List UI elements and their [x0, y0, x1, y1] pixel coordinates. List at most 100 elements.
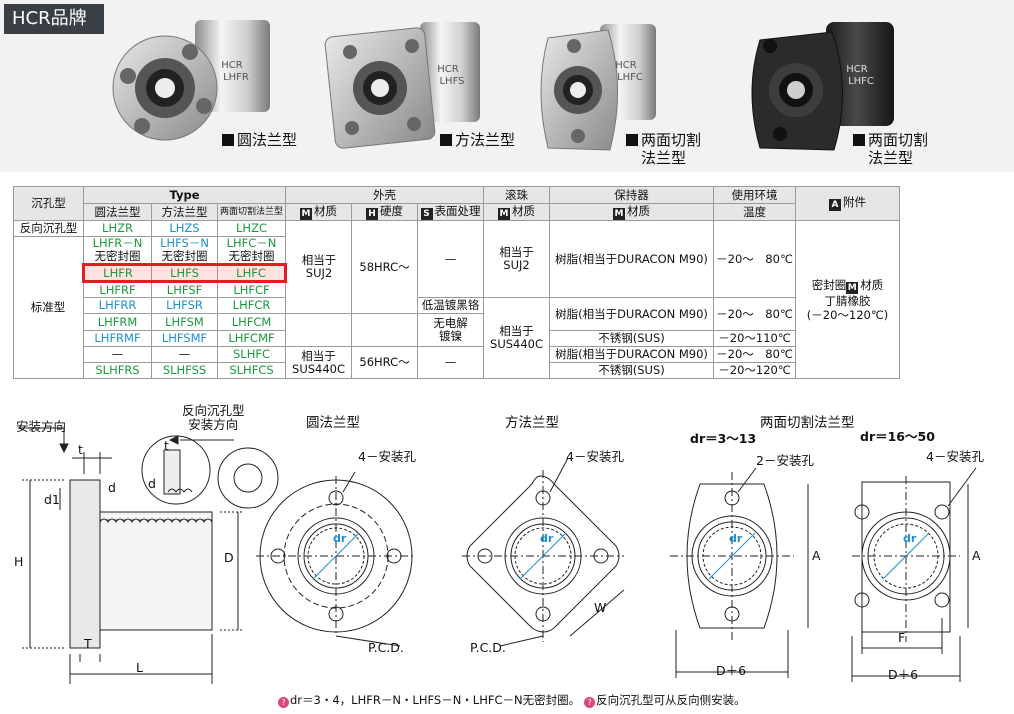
title-square: 方法兰型: [505, 415, 559, 431]
dr-cut2: dr: [729, 532, 743, 545]
round-flange-drawing: [256, 471, 416, 647]
engraving-4a: HCR: [846, 64, 868, 75]
shell1-mat-cont: [285, 313, 353, 347]
title-cut: 两面切割法兰型: [760, 415, 855, 431]
engraving-3a: HCR: [615, 60, 637, 71]
th-ball: 滚珠: [483, 186, 551, 204]
dr-cut4: dr: [903, 532, 917, 545]
highlighted-row: LHFR LHFS LHFC: [14, 263, 900, 283]
surf-ni: 无电解镀镍: [417, 313, 485, 347]
technical-drawings: [18, 427, 977, 684]
engraving-1a: HCR: [221, 60, 243, 71]
surf-dash1: —: [417, 220, 485, 298]
th-square: 方法兰型: [151, 203, 218, 221]
dr-square: dr: [540, 532, 554, 545]
title-round: 圆法兰型: [306, 415, 360, 431]
dr-round: dr: [333, 532, 347, 545]
env-110: －20～110℃: [713, 330, 797, 347]
dim-A-cut2: A: [812, 548, 821, 563]
env-80-3: －20～ 80℃: [713, 346, 797, 363]
dim-D: D: [224, 550, 234, 565]
ret-resin-1: 树脂(相当于DURACON M90): [549, 220, 715, 298]
th-type: Type: [82, 186, 287, 204]
env-80-2: －20～ 80℃: [713, 297, 797, 331]
cut-flange-2-holes-drawing: [670, 467, 809, 678]
detail-views: [141, 435, 279, 509]
dim-d: d: [108, 480, 116, 495]
product-black-cut-flange-photo: HCR LHFC: [751, 22, 894, 151]
caption-black-cut-flange: 两面切割法兰型: [853, 131, 928, 167]
caption-round-flange: 圆法兰型: [222, 131, 297, 149]
surf-black: 低温镀黑铬: [417, 297, 485, 314]
shell2-hard: 56HRC～: [351, 346, 419, 379]
th-env: 使用环境: [713, 186, 797, 204]
env-120: －20～120℃: [713, 362, 797, 379]
ret-ss-2: 不锈钢(SUS): [549, 362, 715, 379]
product-cut-flange-photo: HCR LHFC: [540, 24, 656, 151]
holes-cut2: 2－安装孔: [756, 453, 814, 468]
dim-t-main: t: [78, 442, 83, 457]
cut-flange-4-holes-drawing: [851, 467, 977, 682]
side-view-drawing: [18, 427, 244, 684]
engraving-3b: LHFC: [617, 72, 643, 83]
product-photos: HCR LHFR HCR LHFS HCR LHFC H: [112, 20, 894, 151]
product-round-flange-photo: HCR LHFR: [112, 20, 270, 141]
note-icon-1: ?: [278, 697, 289, 708]
holes-square: 4－安装孔: [566, 449, 624, 464]
engraving-4b: LHFC: [848, 76, 874, 87]
row-reverse-label: 反向沉孔型: [13, 220, 84, 237]
engraving-2b: LHFS: [439, 76, 464, 87]
pcd-round: P.C.D.: [368, 640, 404, 655]
th-env2: 温度: [713, 203, 797, 221]
brand-badge: HCR品牌: [4, 4, 104, 34]
th-sink: 沉孔型: [13, 186, 84, 221]
th-retainer: 保持器: [549, 186, 715, 204]
pcd-square: P.C.D.: [470, 640, 506, 655]
dim-t-detail: t: [164, 438, 169, 453]
ret-ss-1: 不锈钢(SUS): [549, 330, 715, 347]
dim-W: W: [594, 600, 607, 615]
surf-dash2: —: [417, 346, 485, 379]
square-flange-drawing: [462, 457, 625, 647]
env-80-1: －20～ 80℃: [713, 220, 797, 298]
dim-A-cut4: A: [972, 548, 981, 563]
caption-cut-flange: 两面切割法兰型: [626, 131, 701, 167]
product-square-flange-photo: HCR LHFS: [324, 22, 480, 149]
holes-round: 4－安装孔: [358, 449, 416, 464]
caption-square-flange: 方法兰型: [440, 131, 515, 149]
ret-resin-2: 树脂(相当于DURACON M90): [549, 297, 715, 331]
reverse-install-label: 反向沉孔型安装方向: [182, 403, 245, 432]
dim-d-detail: d: [148, 476, 156, 491]
engraving-2a: HCR: [437, 64, 459, 75]
th-cut: 两面切割法兰型: [216, 203, 287, 221]
ret-resin-3: 树脂(相当于DURACON M90): [549, 346, 715, 363]
dim-F: F: [898, 630, 906, 645]
dim-H: H: [14, 554, 24, 569]
shell1-hard-cont: [351, 313, 419, 347]
engraving-1b: LHFR: [223, 72, 249, 83]
dim-d6-cut4: D＋6: [888, 667, 919, 682]
dim-d1: d1: [44, 492, 60, 507]
install-direction-label: 安装方向: [16, 419, 67, 434]
th-round: 圆法兰型: [83, 203, 152, 221]
note-icon-2: ?: [584, 697, 596, 708]
dim-L: L: [136, 660, 143, 675]
th-shell: 外壳: [285, 186, 485, 204]
footnote: ?dr＝3・4，LHFR－N・LHFS－N・LHFC－N无密封圈。?反向沉孔型可…: [278, 692, 746, 708]
shell1-hard: 58HRC～: [351, 220, 419, 314]
dim-d6-cut2: D＋6: [716, 663, 747, 678]
holes-cut4: 4－安装孔: [926, 449, 984, 464]
dim-T: T: [84, 636, 92, 651]
